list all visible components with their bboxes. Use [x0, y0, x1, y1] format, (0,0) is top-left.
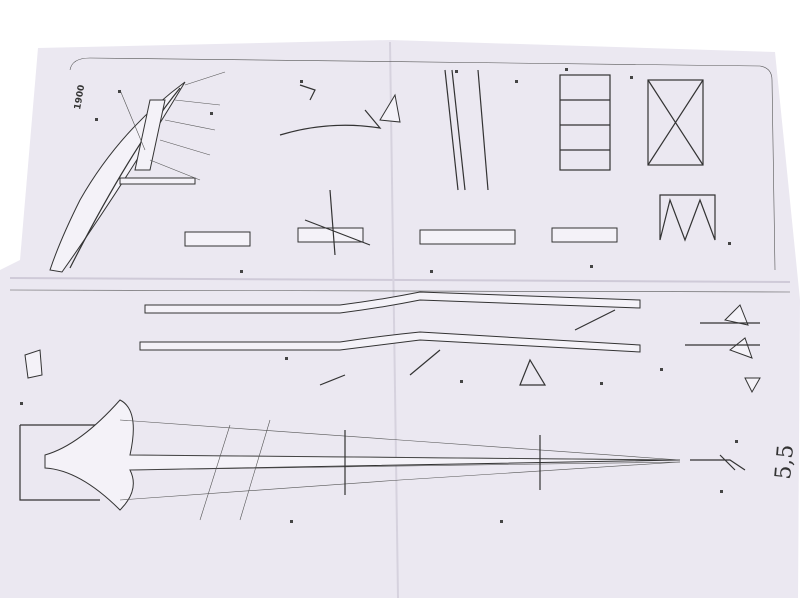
- part-number-tags: [20, 68, 738, 523]
- fold-line-vertical: [389, 41, 399, 599]
- hull-drawing: [49, 71, 226, 273]
- paper-sheet: [0, 40, 800, 598]
- ladder-frames: [559, 74, 716, 242]
- handwritten-note-text: 5,5: [771, 443, 799, 480]
- deck-plan-drawing: [19, 399, 746, 521]
- drawing-frame: [9, 57, 791, 293]
- handwritten-note: 5,5: [771, 443, 799, 480]
- publisher-logo: 1900: [73, 84, 87, 110]
- fold-line-horizontal: [9, 277, 791, 283]
- mast-drawing: [24, 291, 761, 394]
- logo-text: 1900: [73, 84, 87, 110]
- parts-top-row: [184, 69, 618, 256]
